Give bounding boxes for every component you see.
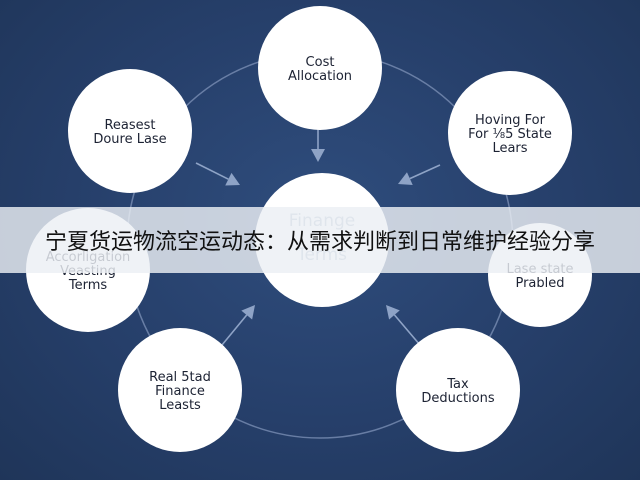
node-label-line: Reasest xyxy=(104,118,155,133)
node-label-line: Tax xyxy=(446,377,469,392)
node-circle xyxy=(118,328,242,452)
node-label-line: Leasts xyxy=(159,398,201,413)
node-circle xyxy=(258,6,382,130)
arrow xyxy=(398,164,441,186)
arrows-group xyxy=(195,128,441,346)
overlay-banner: 宁夏货运物流空运动态：从需求判断到日常维护经验分享 xyxy=(0,207,640,273)
node-circle xyxy=(448,71,572,195)
node-label-line: Allocation xyxy=(288,69,352,84)
node-circle xyxy=(396,328,520,452)
arrow xyxy=(221,305,255,346)
arrow xyxy=(311,128,325,162)
node-label-line: Hoving For xyxy=(475,113,546,128)
node-label-line: Finance xyxy=(155,384,205,399)
node-label-line: Doure Lase xyxy=(93,132,166,147)
node-label-line: Lears xyxy=(492,141,527,156)
node-label-line: Prabled xyxy=(515,276,564,291)
node-label-line: Deductions xyxy=(421,391,495,406)
node-label-line: For ⅛5 State xyxy=(468,127,552,142)
arrow xyxy=(386,305,421,346)
node-circle xyxy=(68,69,192,193)
node-label-line: Real 5tad xyxy=(149,370,211,385)
banner-title: 宁夏货运物流空运动态：从需求判断到日常维护经验分享 xyxy=(44,230,595,255)
node-label-line: Cost xyxy=(306,55,335,70)
node-label-line: Terms xyxy=(68,278,108,293)
arrow xyxy=(195,162,240,186)
